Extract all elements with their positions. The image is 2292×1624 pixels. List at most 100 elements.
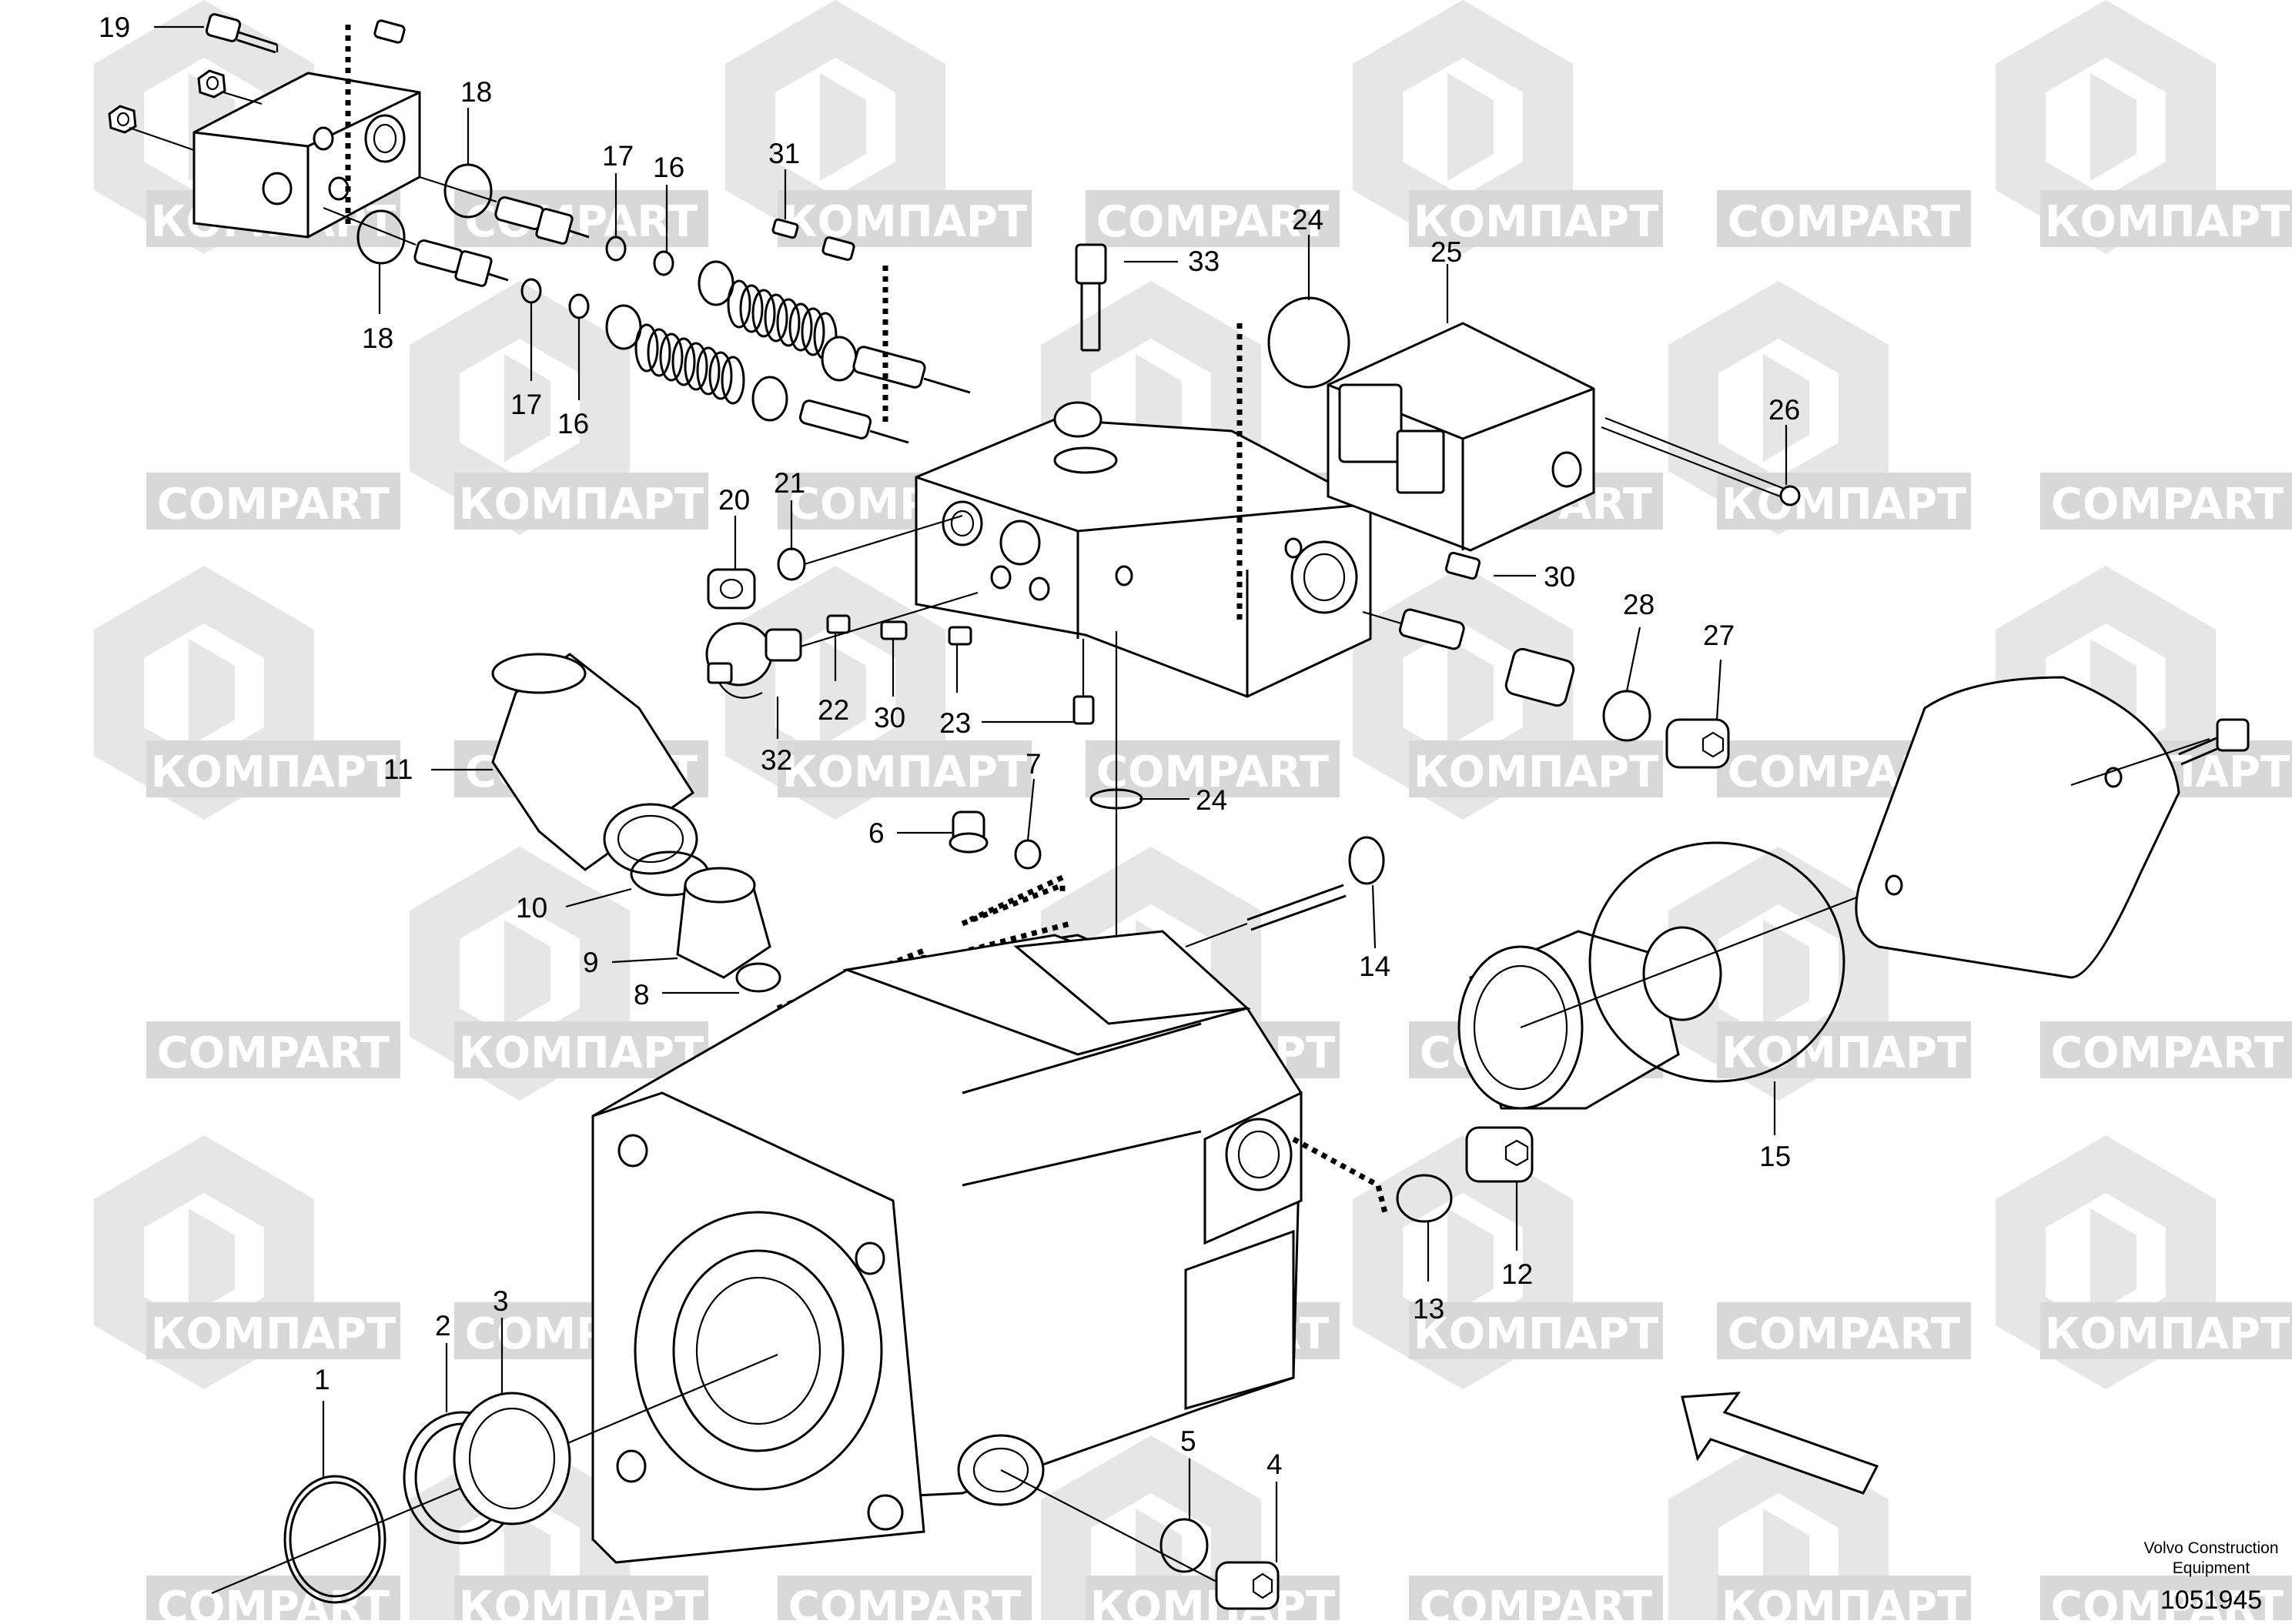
label-27: 24 <box>1292 204 1323 236</box>
cover-plate <box>1855 676 2180 979</box>
watermark-text: COMPART <box>1728 1309 1960 1359</box>
control-valve-block <box>915 323 1372 698</box>
watermark-text: КОМПАРТ <box>459 1028 704 1078</box>
watermark-text: COMPART <box>157 1582 390 1620</box>
label-21: 21 <box>774 467 805 499</box>
plug-6 <box>949 810 989 854</box>
caption-company-line2: Equipment <box>2173 1559 2250 1577</box>
label-12: 12 <box>1501 1258 1533 1290</box>
watermark-text: COMPART <box>788 1582 1021 1620</box>
watermark-text: COMPART <box>1096 197 1329 247</box>
label-29: 26 <box>1768 394 1800 426</box>
label-22: 22 <box>818 694 849 726</box>
watermark-text: КОМПАРТ <box>459 480 704 530</box>
spring-lower <box>634 323 745 405</box>
watermark-text: COMPART <box>1096 747 1329 797</box>
watermark-text: КОМПАРТ <box>1414 197 1659 247</box>
watermark-text: КОМПАРТ <box>151 1309 396 1359</box>
watermark-text: КОМПАРТ <box>151 747 396 797</box>
label-31: 31 <box>768 138 800 169</box>
watermark-text: COMPART <box>2051 1582 2284 1620</box>
watermark-text: КОМПАРТ <box>1414 1309 1659 1359</box>
watermark-text: КОМПАРТ <box>1722 480 1967 530</box>
pump-drawing: 19 18 18 17 16 17 16 31 33 24 25 26 20 2… <box>99 12 2279 1615</box>
label-3: 3 <box>493 1285 509 1317</box>
label-33: 33 <box>1188 246 1220 277</box>
test-port-32 <box>705 622 802 699</box>
watermark-text: COMPART <box>1728 197 1960 247</box>
label-18-top: 18 <box>460 76 492 108</box>
set-screw-top <box>373 19 406 44</box>
drawing-caption: Volvo Construction Equipment 1051945 <box>2143 1539 2278 1615</box>
watermark-text: КОМПАРТ <box>2045 1309 2290 1359</box>
label-24: 24 <box>1196 784 1227 816</box>
cone-11 <box>491 653 698 875</box>
watermark-text: COMPART <box>2051 1028 2284 1078</box>
plug-12 <box>1465 1126 1534 1183</box>
bolt-33 <box>1075 243 1107 352</box>
seal-3 <box>453 1392 571 1525</box>
label-4: 4 <box>1266 1449 1283 1480</box>
watermark-text: КОМПАРТ <box>1414 747 1659 797</box>
watermark-text: COMPART <box>157 1028 390 1078</box>
stud-14 <box>1246 836 1385 931</box>
circlip-1 <box>283 1475 386 1604</box>
label-2: 2 <box>435 1310 451 1342</box>
plug-25 <box>1665 718 1730 769</box>
watermark-text: COMPART <box>2051 480 2284 530</box>
label-7: 7 <box>1026 748 1042 780</box>
spool-lower <box>413 239 509 287</box>
label-26: 28 <box>1623 589 1655 620</box>
spring-upper <box>727 279 838 361</box>
nut-upper <box>197 69 226 99</box>
piston-upper <box>852 346 971 394</box>
watermark-text: КОМПАРТ <box>782 747 1028 797</box>
label-14: 14 <box>1359 951 1390 982</box>
label-11: 11 <box>383 754 413 785</box>
watermark-text: КОМПАРТ <box>1722 1028 1967 1078</box>
label-15: 15 <box>1759 1141 1791 1172</box>
watermark-text: COMPART <box>1420 1582 1652 1620</box>
label-30-left: 30 <box>874 702 905 733</box>
watermark-text: КОМПАРТ <box>1722 1582 1967 1620</box>
pump-housing <box>591 930 1303 1564</box>
piston-lower <box>798 399 909 444</box>
solenoid-28 <box>1327 322 1595 552</box>
label-10: 10 <box>516 892 547 924</box>
label-5: 5 <box>1180 1425 1196 1457</box>
drawing-number: 1051945 <box>2160 1586 2262 1615</box>
label-9: 9 <box>583 947 599 978</box>
direction-arrow <box>1681 1392 1879 1495</box>
nut-lower <box>108 105 137 134</box>
label-16-bottom: 16 <box>557 408 589 439</box>
label-23: 23 <box>939 707 971 739</box>
watermark-text: COMPART <box>157 480 390 530</box>
valve-right <box>1399 608 1575 707</box>
label-17-bottom: 17 <box>510 389 542 420</box>
label-17-top: 17 <box>602 140 634 172</box>
watermark-text: КОМПАРТ <box>2045 197 2290 247</box>
caption-company-line1: Volvo Construction <box>2143 1539 2278 1557</box>
adapter-9 <box>676 867 771 979</box>
valve-block-top-left <box>192 25 421 239</box>
label-19: 19 <box>99 12 130 43</box>
label-6: 6 <box>868 817 885 849</box>
label-20: 20 <box>718 484 750 516</box>
watermark-text: КОМПАРТ <box>782 197 1028 247</box>
label-1: 1 <box>314 1364 330 1395</box>
part-number-labels: 19 18 18 17 16 17 16 31 33 24 25 26 20 2… <box>99 12 1800 1480</box>
label-16-top: 16 <box>653 152 684 183</box>
bolt-19 <box>205 13 279 54</box>
label-13: 13 <box>1413 1293 1444 1325</box>
watermark-text: КОМПАРТ <box>459 1582 704 1620</box>
label-28: 25 <box>1430 236 1462 268</box>
spool-upper <box>494 196 590 245</box>
label-18-bottom: 18 <box>362 322 393 354</box>
bolt-cover <box>2178 718 2250 766</box>
label-30-right: 30 <box>1544 561 1575 593</box>
plug-4 <box>1215 1561 1280 1610</box>
label-8: 8 <box>634 979 650 1011</box>
watermark-text: КОМПАРТ <box>1090 1582 1336 1620</box>
